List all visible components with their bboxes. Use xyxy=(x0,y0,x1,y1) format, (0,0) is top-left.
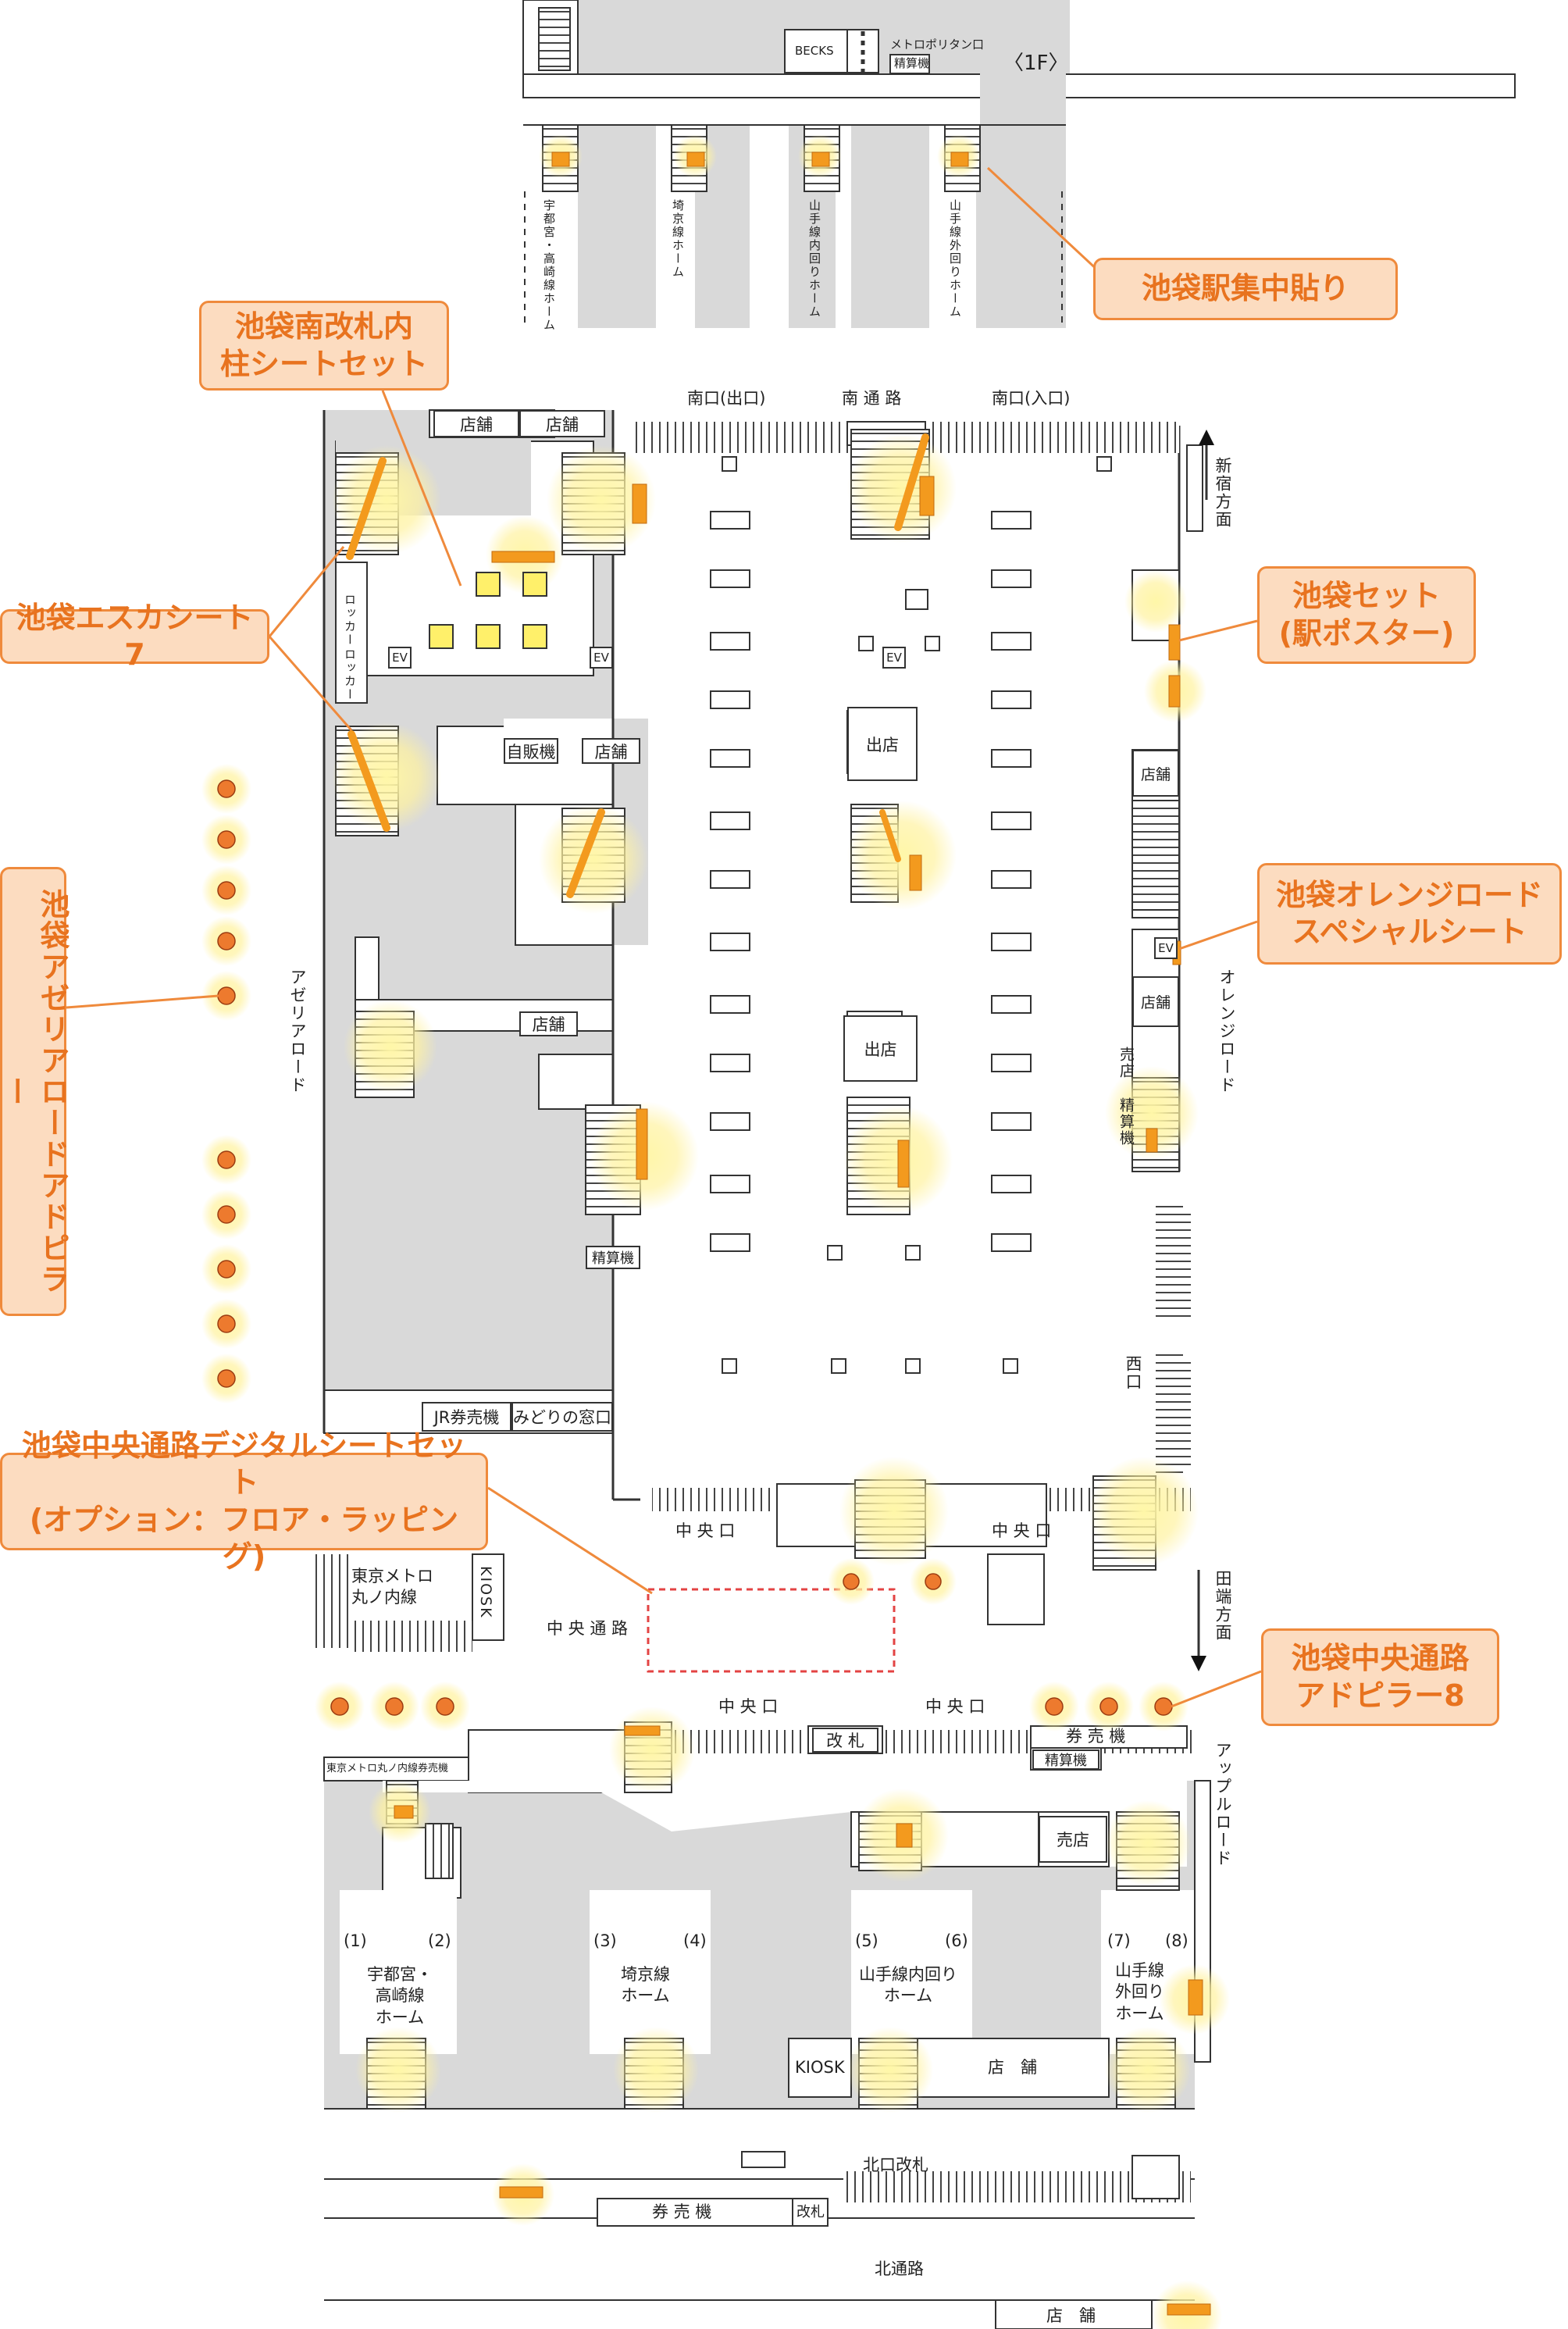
south-passage-label: 南 通 路 xyxy=(842,389,902,408)
platform-34-label: 埼京線 ホーム xyxy=(621,1965,670,2006)
adpillar-dots xyxy=(201,764,1188,1732)
kaisatsu-box: 改 札 xyxy=(812,1728,878,1753)
platform-number-2: (2) xyxy=(428,1931,451,1950)
jr-ticket-box: JR券売機 xyxy=(422,1402,511,1432)
baiten-label: 売店 xyxy=(1117,1047,1135,1079)
metropolitan-label: メトロポリタン口 xyxy=(890,37,985,52)
platform-number-4: (4) xyxy=(683,1931,707,1950)
kaisatsu-small-label: 改札 xyxy=(796,2204,825,2220)
pillar-sheets xyxy=(429,572,547,649)
callout-digital: 池袋中央通路デジタルシートセット (オプション：フロア・ラッピング) xyxy=(0,1428,488,1574)
callout-esca: 池袋エスカシート7 xyxy=(0,601,269,672)
ev-box-4: EV xyxy=(1154,937,1178,959)
platform-number-6: (6) xyxy=(945,1931,968,1950)
callout-adpillar8: 池袋中央通路 アドピラー8 xyxy=(1261,1628,1499,1726)
apple-road-label: アップルロード xyxy=(1213,1742,1232,1867)
callout-leaders xyxy=(66,166,1262,1708)
tokyo-metro-label: 東京メトロ 丸ノ内線 xyxy=(351,1567,433,1607)
seisanki-top-label: 精算機 xyxy=(894,56,930,70)
shinjuku-label: 新宿方面 xyxy=(1213,457,1232,529)
north-concourse xyxy=(323,1721,1211,2329)
shop-label-bottom: 店 舗 xyxy=(1046,2306,1096,2325)
baiten-box: 売店 xyxy=(1039,1816,1107,1863)
midori-box: みどりの窓口 xyxy=(511,1402,613,1432)
platform-saikyo-label: 埼京線ホーム xyxy=(671,199,685,279)
locker-label-2: ロッカー xyxy=(343,648,357,701)
platform-12-label: 宇都宮・ 高崎線 ホーム xyxy=(367,1965,433,2027)
orange-road-label: オレンジロード xyxy=(1217,968,1236,1094)
shop-box-5: 店舗 xyxy=(1132,976,1179,1027)
central-exit-label-3: 中 央 口 xyxy=(718,1697,779,1716)
seisanki-box: 精算機 xyxy=(586,1246,640,1269)
azelea-road-label: アゼリアロード xyxy=(288,968,307,1094)
central-exit-label-1: 中 央 口 xyxy=(675,1521,736,1540)
platform-utsunomiya-label: 宇都宮・高崎線ホーム xyxy=(542,199,556,332)
callout-shuchu: 池袋駅集中貼り xyxy=(1093,258,1398,320)
marunouchi-ticket-label: 東京メトロ丸ノ内線券売機 xyxy=(326,1763,449,1774)
kenbaiki-label-2: 券 売 機 xyxy=(652,2202,712,2221)
kiosk-label-1: KIOSK xyxy=(477,1566,494,1619)
south-exit-out-label: 南口(出口) xyxy=(687,389,766,408)
shop-label-north: 店 舗 xyxy=(988,2058,1037,2077)
top-platform-area xyxy=(522,0,1516,328)
platform-number-7: (7) xyxy=(1107,1931,1131,1950)
central-passage-label: 中 央 通 路 xyxy=(547,1619,629,1638)
seisanki-box-2: 精算機 xyxy=(1032,1749,1099,1770)
shop-box-6: 店舗 xyxy=(519,1011,578,1036)
callout-azelea: 池袋アゼリアロードアドピラー xyxy=(0,867,69,1316)
central-exit-label-2: 中 央 口 xyxy=(992,1521,1052,1540)
platform-yamanote-in-label: 山手線内回りホーム xyxy=(807,199,821,319)
vending-box: 自販機 xyxy=(504,738,558,764)
shop-box-1: 店舗 xyxy=(433,410,519,437)
kenbaiki-label-1: 券 売 機 xyxy=(1066,1727,1126,1746)
shop-box-3: 店舗 xyxy=(582,738,640,764)
south-exit-in-label: 南口(入口) xyxy=(992,389,1071,408)
shutten-box-2: 出店 xyxy=(843,1015,918,1082)
south-concourse xyxy=(312,409,1214,1673)
locker-label-1: ロッカー xyxy=(343,594,357,647)
becks-label: BECKS xyxy=(795,44,834,58)
ev-box-3: EV xyxy=(882,647,906,669)
shutten-box-1: 出店 xyxy=(847,707,918,781)
north-passage-label: 北通路 xyxy=(875,2259,924,2278)
platform-number-1: (1) xyxy=(344,1931,367,1950)
north-gate-label: 北口改札 xyxy=(863,2156,928,2174)
shop-box-2: 店舗 xyxy=(519,410,605,437)
ev-box-1: EV xyxy=(388,647,412,669)
kiosk-label-2: KIOSK xyxy=(795,2058,845,2077)
tabata-label: 田端方面 xyxy=(1213,1570,1232,1642)
west-exit-label: 西口 xyxy=(1124,1355,1142,1391)
ev-box-2: EV xyxy=(590,647,613,669)
platform-number-5: (5) xyxy=(855,1931,878,1950)
platform-number-8: (8) xyxy=(1165,1931,1188,1950)
platform-yamanote-out-label: 山手線外回りホーム xyxy=(948,199,962,319)
seisanki-label-1: 精算機 xyxy=(1117,1097,1135,1147)
central-exit-label-4: 中 央 口 xyxy=(925,1697,985,1716)
shop-box-4: 店舗 xyxy=(1132,750,1179,797)
callout-set: 池袋セット (駅ポスター) xyxy=(1257,566,1476,664)
ad-markers xyxy=(346,152,1211,2316)
platform-number-3: (3) xyxy=(593,1931,617,1950)
floor-label: 〈1F〉 xyxy=(1003,52,1069,75)
callout-orange: 池袋オレンジロード スペシャルシート xyxy=(1257,863,1562,965)
platform-78-label: 山手線 外回り ホーム xyxy=(1115,1961,1164,2023)
platform-56-label: 山手線内回り ホーム xyxy=(859,1965,957,2006)
callout-minami-kaisatsu: 池袋南改札内 柱シートセット xyxy=(199,301,449,391)
